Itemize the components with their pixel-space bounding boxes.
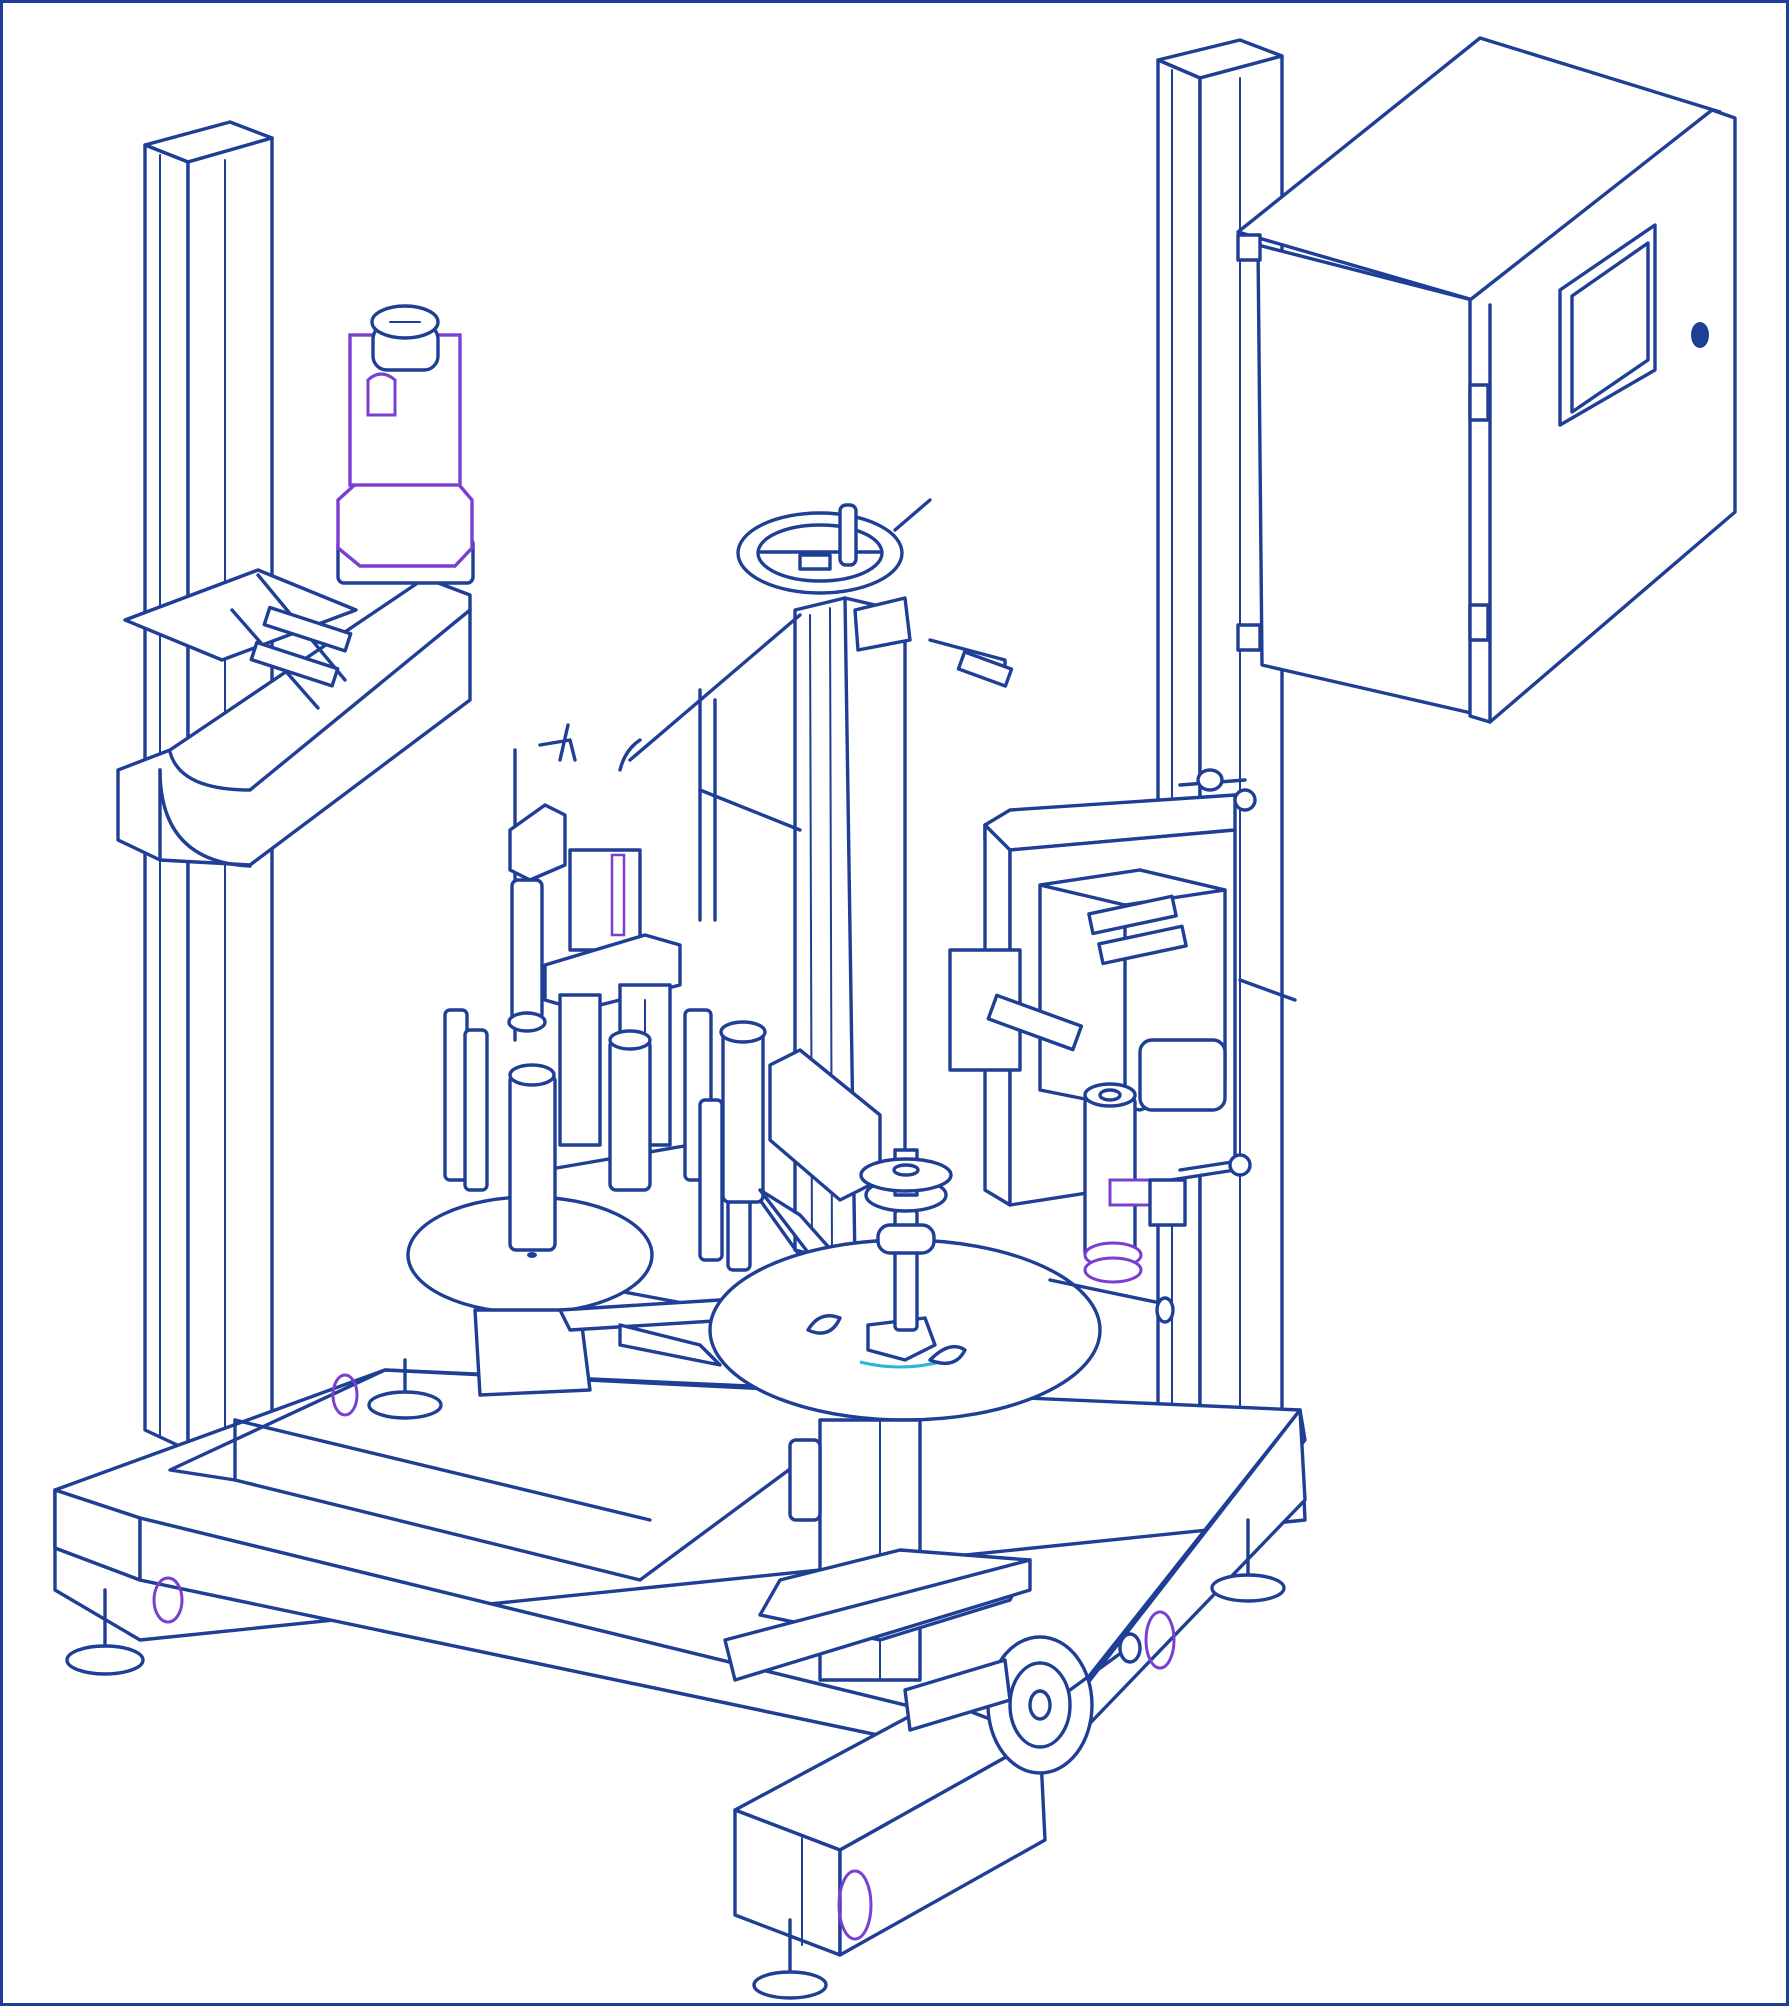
left-turntable [406,1063,654,1397]
left-motor [336,304,475,585]
left-arm-assembly [116,568,472,868]
casters [152,1373,1176,1941]
guide-rods [618,498,1014,922]
base-frame [53,1368,1307,1772]
right-labeling-head [948,768,1297,1207]
right-roller [1048,1082,1187,1324]
right-turntable [708,1148,1102,1422]
tabletop-posts [443,1008,767,1272]
leveling-feet [65,1358,1286,2000]
turntable-pillar [723,1418,1032,1682]
front-handwheel [903,1632,1142,1775]
center-column [736,503,912,1267]
control-cabinet [1236,36,1737,724]
